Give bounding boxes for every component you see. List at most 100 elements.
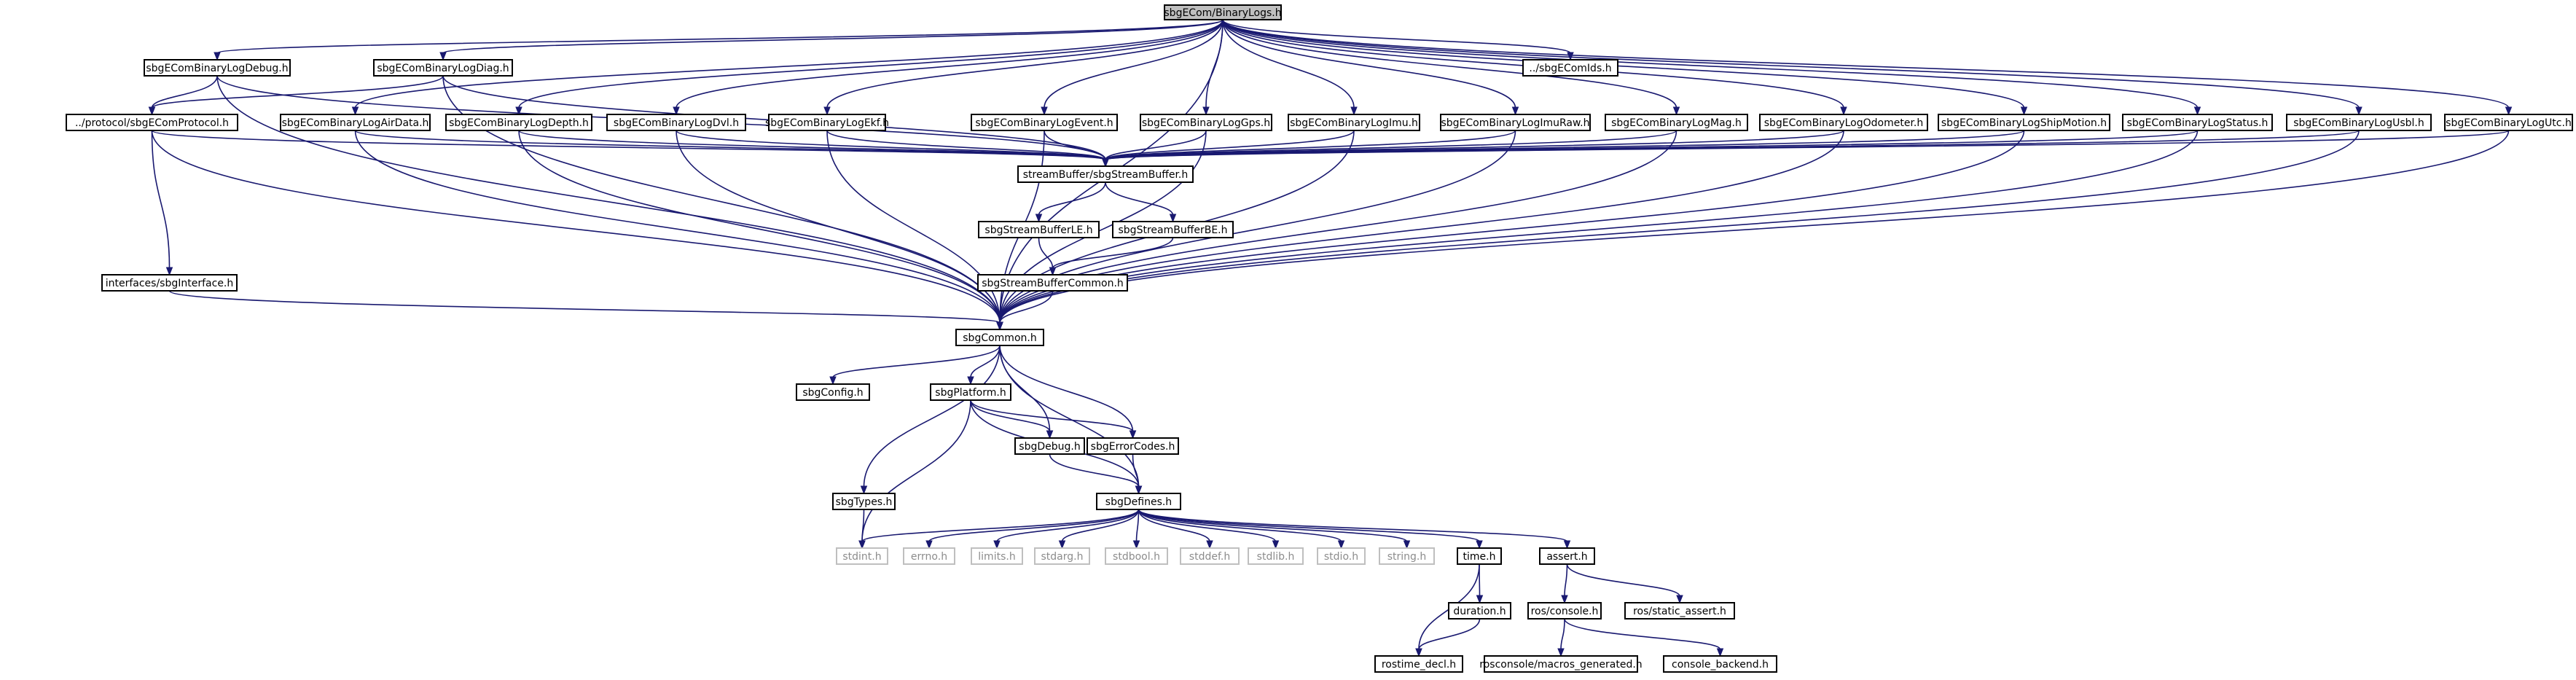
node-platform[interactable]: sbgPlatform.h: [930, 383, 1011, 401]
node-imu[interactable]: sbgEComBinaryLogImu.h: [1288, 114, 1420, 131]
edge-root-to-status-arrow: [2193, 106, 2201, 116]
node-defines[interactable]: sbgDefines.h: [1096, 493, 1181, 510]
node-streamcommon[interactable]: sbgStreamBufferCommon.h: [977, 274, 1128, 292]
node-event[interactable]: sbgEComBinaryLogEvent.h: [971, 114, 1118, 131]
edge-root-to-diag: [442, 19, 1224, 54]
node-protocol-label: ../protocol/sbgEComProtocol.h: [75, 117, 229, 129]
node-stdio-box: [1317, 547, 1366, 565]
node-utc-box: [2444, 114, 2573, 131]
edge-ekf-to-common: [826, 130, 1001, 324]
node-string[interactable]: string.h: [1379, 547, 1435, 565]
node-depth-box: [445, 114, 592, 131]
edge-mag-to-common: [999, 130, 1677, 324]
edge-defines-to-limits: [996, 509, 1140, 542]
node-string-label: string.h: [1387, 551, 1427, 563]
node-depth[interactable]: sbgEComBinaryLogDepth.h: [445, 114, 592, 131]
node-root[interactable]: sbgECom/BinaryLogs.h: [1164, 4, 1282, 20]
node-dvl[interactable]: sbgEComBinaryLogDvl.h: [606, 114, 746, 131]
edge-defines-to-stddef-arrow: [1206, 540, 1213, 550]
edge-duration-to-rostimedecl: [1418, 618, 1481, 650]
node-string-box: [1379, 547, 1435, 565]
node-rosconsole-box: [1527, 602, 1602, 620]
node-errno[interactable]: errno.h: [903, 547, 955, 565]
node-stdlib[interactable]: stdlib.h: [1248, 547, 1304, 565]
node-common-box: [955, 329, 1044, 346]
node-imuraw-label: sbgEComBinaryLogImuRaw.h: [1441, 117, 1589, 129]
node-stdio[interactable]: stdio.h: [1317, 547, 1366, 565]
node-stddef[interactable]: stddef.h: [1180, 547, 1240, 565]
node-streamle[interactable]: sbgStreamBufferLE.h: [978, 221, 1100, 238]
node-status[interactable]: sbgEComBinaryLogStatus.h: [2122, 114, 2273, 131]
node-stdbool-label: stdbool.h: [1113, 551, 1160, 563]
node-streamcommon-box: [977, 274, 1128, 292]
node-config[interactable]: sbgConfig.h: [796, 383, 870, 401]
node-limits[interactable]: limits.h: [971, 547, 1023, 565]
node-interface[interactable]: interfaces/sbgInterface.h: [101, 274, 238, 292]
node-utc-label: sbgEComBinaryLogUtc.h: [2446, 117, 2572, 129]
node-ids[interactable]: ../sbgEComIds.h: [1522, 59, 1618, 77]
node-debug[interactable]: sbgEComBinaryLogDebug.h: [144, 59, 291, 77]
node-airdata[interactable]: sbgEComBinaryLogAirData.h: [280, 114, 431, 131]
node-rostimedecl[interactable]: rostime_decl.h: [1374, 655, 1463, 673]
node-stdarg-label: stdarg.h: [1041, 551, 1084, 563]
node-imuraw[interactable]: sbgEComBinaryLogImuRaw.h: [1440, 114, 1591, 131]
node-staticassert[interactable]: ros/static_assert.h: [1624, 602, 1735, 620]
node-stdio-label: stdio.h: [1324, 551, 1358, 563]
node-utc[interactable]: sbgEComBinaryLogUtc.h: [2444, 114, 2573, 131]
graph-nodes: sbgECom/BinaryLogs.h ../sbgEComIds.h sbgEC…: [66, 4, 2573, 673]
node-gps[interactable]: sbgEComBinaryLogGps.h: [1140, 114, 1272, 131]
edge-root-to-imu: [1222, 19, 1355, 109]
node-protocol[interactable]: ../protocol/sbgEComProtocol.h: [66, 114, 238, 131]
node-types[interactable]: sbgTypes.h: [832, 493, 896, 510]
node-macros[interactable]: rosconsole/macros_generated.h: [1479, 655, 1643, 673]
node-root-box: [1164, 4, 1282, 20]
edge-defines-to-time: [1138, 509, 1480, 542]
node-assert[interactable]: assert.h: [1539, 547, 1595, 565]
node-rosconsole[interactable]: ros/console.h: [1527, 602, 1602, 620]
edge-streambuffer-to-streamle-arrow: [1035, 214, 1043, 223]
edge-assert-to-rosconsole: [1564, 563, 1568, 597]
node-duration[interactable]: duration.h: [1448, 602, 1511, 620]
node-usbl-box: [2286, 114, 2432, 131]
edge-defines-to-assert: [1138, 509, 1568, 542]
node-diag[interactable]: sbgEComBinaryLogDiag.h: [373, 59, 513, 77]
node-config-box: [796, 383, 870, 401]
node-airdata-box: [280, 114, 431, 131]
node-streambe[interactable]: sbgStreamBufferBE.h: [1112, 221, 1234, 238]
node-imuraw-box: [1440, 114, 1591, 131]
node-common[interactable]: sbgCommon.h: [955, 329, 1044, 346]
edge-defines-to-stdbool: [1135, 509, 1140, 542]
node-stdbool[interactable]: stdbool.h: [1105, 547, 1168, 565]
edge-imuraw-to-streambuffer: [1105, 130, 1516, 160]
node-types-box: [832, 493, 896, 510]
edge-interface-to-common-arrow: [996, 321, 1003, 331]
edge-diag-to-protocol: [151, 75, 444, 109]
node-ekf[interactable]: sbgEComBinaryLogEkf.h: [765, 114, 889, 131]
node-shipmotion[interactable]: sbgEComBinaryLogShipMotion.h: [1938, 114, 2110, 131]
node-platform-label: sbgPlatform.h: [935, 387, 1006, 399]
edge-diag-to-protocol-arrow: [148, 106, 156, 116]
node-errno-label: errno.h: [911, 551, 947, 563]
edge-root-to-event: [1044, 19, 1224, 109]
node-time[interactable]: time.h: [1457, 547, 1502, 565]
node-backend[interactable]: console_backend.h: [1663, 655, 1777, 673]
edge-root-to-diag-arrow: [439, 52, 447, 61]
node-time-box: [1457, 547, 1502, 565]
node-usbl[interactable]: sbgEComBinaryLogUsbl.h: [2286, 114, 2432, 131]
edge-root-to-utc-arrow: [2505, 106, 2513, 116]
node-backend-box: [1663, 655, 1777, 673]
node-mag[interactable]: sbgEComBinaryLogMag.h: [1605, 114, 1748, 131]
node-odometer[interactable]: sbgEComBinaryLogOdometer.h: [1759, 114, 1928, 131]
edge-root-to-dvl-arrow: [673, 106, 680, 116]
node-stdint[interactable]: stdint.h: [836, 547, 888, 565]
node-stdarg[interactable]: stdarg.h: [1034, 547, 1090, 565]
node-stdarg-box: [1034, 547, 1090, 565]
edge-streambuffer-to-streambe: [1105, 181, 1174, 216]
node-sbgdebug[interactable]: sbgDebug.h: [1014, 437, 1085, 455]
node-stdlib-label: stdlib.h: [1257, 551, 1295, 563]
edge-airdata-to-common: [354, 130, 1001, 324]
node-streambuffer[interactable]: streamBuffer/sbgStreamBuffer.h: [1017, 165, 1194, 183]
node-errorcodes[interactable]: sbgErrorCodes.h: [1087, 437, 1179, 455]
node-mag-box: [1605, 114, 1748, 131]
node-ids-box: [1522, 59, 1618, 77]
